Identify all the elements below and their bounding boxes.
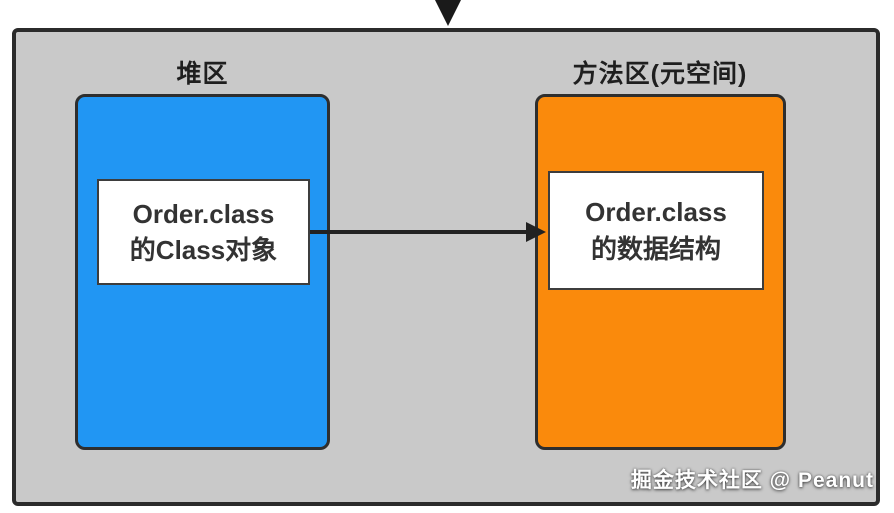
- method-area-label: 方法区(元空间): [572, 60, 748, 88]
- method-data-structure-line1: Order.class: [585, 197, 727, 228]
- watermark-text: 掘金技术社区 @ Peanut: [630, 469, 874, 492]
- method-data-structure-line2: 的数据结构: [590, 233, 721, 264]
- heap-area-label: 堆区: [176, 60, 229, 88]
- heap-class-object-line2: 的Class对象: [129, 235, 278, 265]
- heap-to-method-arrow-line: [310, 230, 528, 234]
- down-arrow-stem: [446, 0, 451, 6]
- heap-to-method-arrow-head-icon: [526, 222, 546, 242]
- method-data-structure-box: Order.class 的数据结构: [548, 171, 764, 290]
- heap-class-object-box: Order.class 的Class对象: [97, 179, 310, 285]
- heap-class-object-line1: Order.class: [132, 198, 275, 229]
